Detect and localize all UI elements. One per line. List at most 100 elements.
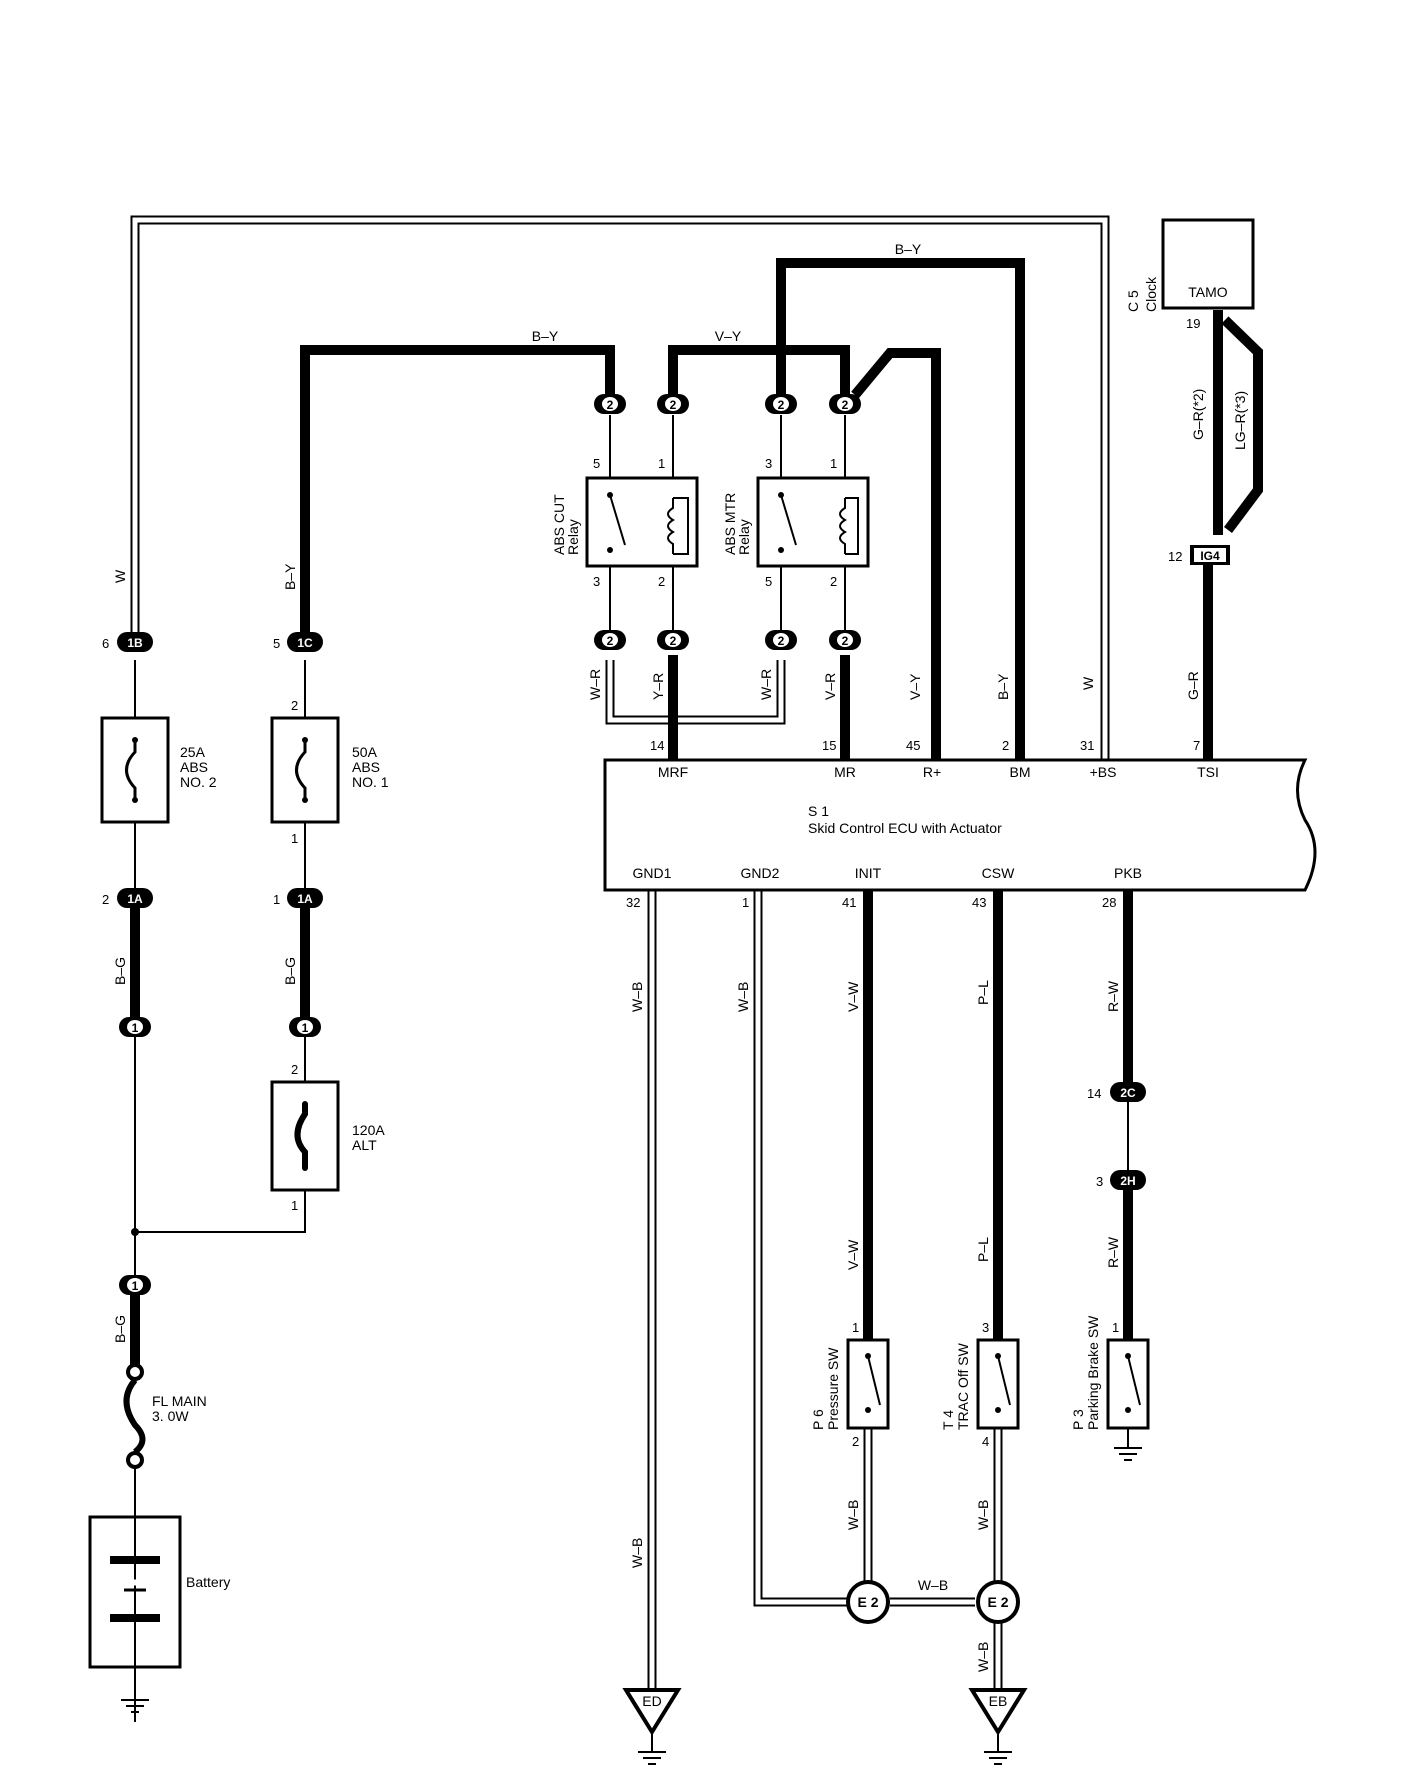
relay-cut-pin2: 2 [658,574,665,589]
wire-label-vw-1: V–W [845,981,861,1012]
connector-1A-right-pin: 1 [273,892,280,907]
ecu-terminal-gnd1: GND1 [633,865,672,881]
fuse-fl-main: FL MAIN 3. 0W [123,1363,207,1469]
fuse-abs1-no: NO. 1 [352,774,389,790]
wire-label-wb-5: W–B [629,1538,645,1568]
ecu-pin-bs: 31 [1080,738,1094,753]
connector-1-lower-label: 1 [132,1279,139,1293]
connector-2C-label: 2C [1120,1086,1136,1100]
fuse-abs2-name: ABS [180,759,208,775]
connector-1A-left-pin: 2 [102,892,109,907]
connector-1-left: 1 [119,1017,151,1037]
connector-IG4: IG4 12 [1168,545,1230,565]
ground-e2-right: E 2 [976,1580,1020,1624]
relay-cut-pin1: 1 [658,456,665,471]
switch-p3-name: Parking Brake SW [1085,1315,1101,1430]
ecu-name: Skid Control ECU with Actuator [808,820,1002,836]
fuse-abs-no2: 25A ABS NO. 2 [100,716,217,824]
junction-dot [131,1228,139,1236]
connector-1C: 1C 5 [273,632,323,652]
ground-eb-label: EB [989,1693,1008,1709]
switch-pressure-p6: 1 2 P 6 Pressure SW [810,1320,890,1449]
wire-label-vr: V–R [822,673,838,700]
relay-mtr-pin5: 5 [765,574,772,589]
ground-eb-icon [983,1751,1013,1765]
fuse-alt-rating: 120A [352,1122,385,1138]
connector-2C: 2C 14 [1087,1082,1146,1102]
wire-label-pl-2: P–L [975,1237,991,1262]
switch-p6-ref: P 6 [810,1409,826,1430]
switch-parking-brake-p3: 1 P 3 Parking Brake SW [1070,1315,1150,1461]
ecu-terminal-mr: MR [834,764,856,780]
wire-label-wr-1: W–R [587,669,603,700]
ecu-terminal-mrf: MRF [658,764,688,780]
connector-1A-left: 1A 2 [102,888,153,908]
wire-label-bg-2: B–G [282,957,298,985]
switch-t4-name: TRAC Off SW [955,1342,971,1430]
connector-2-f: 2 [670,634,677,648]
connector-1-right-label: 1 [302,1021,309,1035]
ecu-pin-tsi: 7 [1193,738,1200,753]
wire-label-wr-2: W–R [758,669,774,700]
wire-label-rw-1: R–W [1105,980,1121,1012]
fuse-abs1-pin-top: 2 [291,698,298,713]
fuse-abs2-no: NO. 2 [180,774,217,790]
battery: Battery [88,1515,230,1713]
fuse-abs1-rating: 50A [352,744,378,760]
battery-label: Battery [186,1574,230,1590]
wire-label-wb-6: W–B [918,1577,948,1593]
parking-brake-ground-icon [1113,1447,1143,1461]
connector-1C-label: 1C [297,636,313,650]
wire-label-yr: Y–R [650,673,666,700]
relay-mtr-name: ABS MTR [722,493,738,555]
ecu-ref: S 1 [808,803,829,819]
ecu-pin-mrf: 14 [650,738,664,753]
wire-label-by-left: B–Y [282,563,298,590]
ecu-terminal-bm: BM [1010,764,1031,780]
switch-p3-pin-in: 1 [1112,1320,1119,1335]
connector-2-a: 2 [607,398,614,412]
switch-t4-ref: T 4 [940,1410,956,1430]
relay-mtr-pin3: 3 [765,456,772,471]
wire-label-w-right: W [1080,676,1096,690]
connector-IG4-pin: 12 [1168,549,1182,564]
relay-mtr-sub: Relay [736,519,752,555]
ecu-terminal-init: INIT [855,865,882,881]
wire-label-wb-2: W–B [735,982,751,1012]
connector-2-h: 2 [842,634,849,648]
ecu-terminal-csw: CSW [982,865,1015,881]
relay-cut-pin5: 5 [593,456,600,471]
wire-label-rw-2: R–W [1105,1236,1121,1268]
fuse-alt-name: ALT [352,1137,377,1153]
fuse-abs1-pin-bottom: 1 [291,831,298,846]
relay-cut-sub: Relay [565,519,581,555]
connector-2-e: 2 [607,634,614,648]
relay-abs-mtr: 3 1 5 2 ABS MTR Relay [722,456,870,589]
wire-label-wb-7: W–B [975,1642,991,1672]
wire-label-wb-1: W–B [629,982,645,1012]
wire-label-by-right: B–Y [995,673,1011,700]
wire-label-vy-upper: V–Y [715,328,742,344]
connector-1-left-label: 1 [132,1021,139,1035]
wire-label-gr-right: G–R [1185,671,1201,700]
connector-2H-pin: 3 [1096,1174,1103,1189]
ground-eb: EB [968,1688,1028,1765]
ground-e2-right-label: E 2 [987,1594,1008,1610]
wire-label-bg-3: B–G [112,1315,128,1343]
switch-trac-off-t4: 3 4 T 4 TRAC Off SW [940,1320,1020,1449]
relay-mtr-pin1: 1 [830,456,837,471]
connector-1-right: 1 [289,1017,321,1037]
clock-c5: TAMO 19 C 5 Clock [1125,218,1255,331]
wire-label-wb-3: W–B [845,1500,861,1530]
connector-2-d: 2 [842,398,849,412]
ecu-pin-gnd1: 32 [626,895,640,910]
ecu-pin-pkb: 28 [1102,895,1116,910]
ground-ed: ED [622,1688,682,1765]
connector-1B: 1B 6 [102,632,153,652]
wire-labels: B–Y B–Y V–Y W B–Y B–G B–G B–G W–R Y–R W–… [112,241,1248,1672]
fuse-abs2-rating: 25A [180,744,206,760]
switch-t4-pin-in: 3 [982,1320,989,1335]
fuse-alt: 2 1 120A ALT [270,1062,385,1213]
clock-pin: 19 [1186,316,1200,331]
fuse-alt-pin-bottom: 1 [291,1198,298,1213]
